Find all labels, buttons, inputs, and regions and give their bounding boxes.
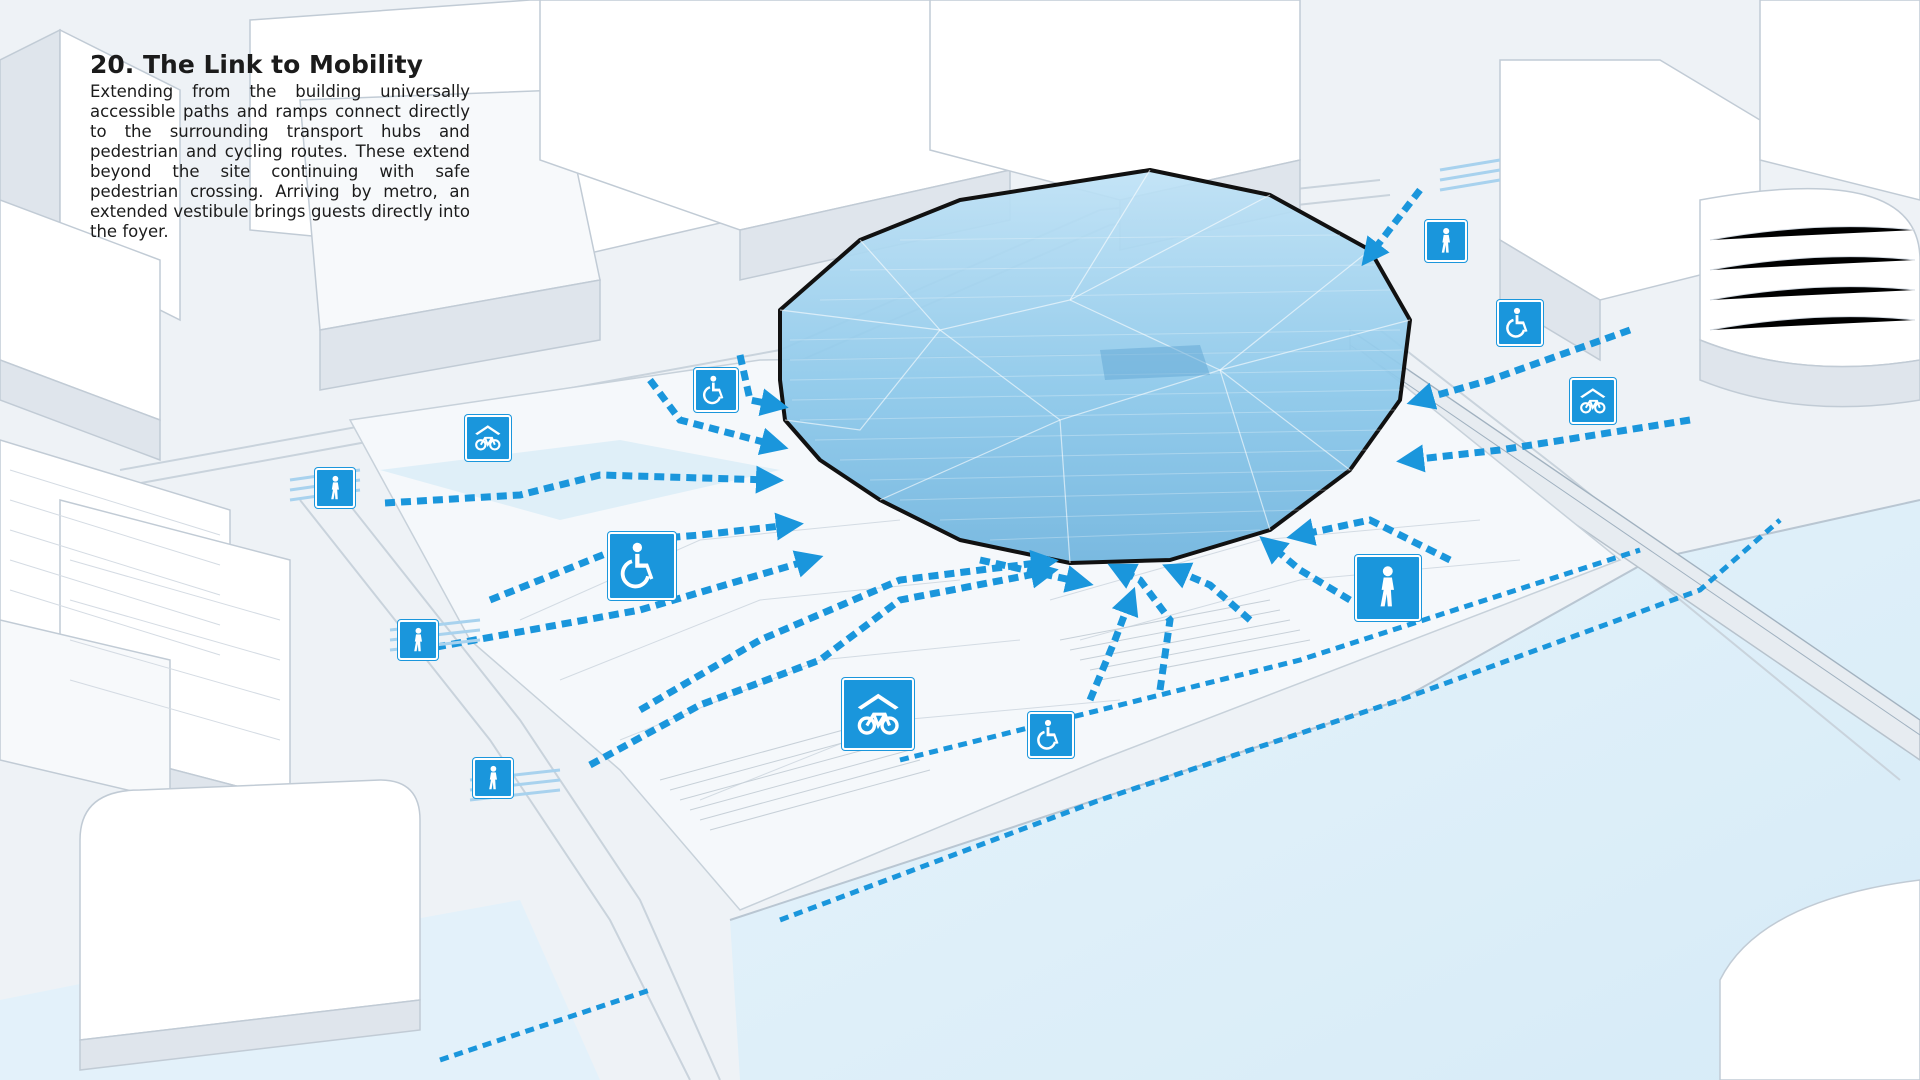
route-arrow: [1259, 536, 1352, 604]
route-arrow: [588, 560, 1059, 769]
route-arrow: [1396, 416, 1691, 473]
route-arrow: [419, 550, 824, 654]
route-arrow: [1086, 586, 1139, 702]
route-arrow: [1361, 187, 1423, 267]
route-arrow: [638, 549, 1059, 714]
route-arrow: [1286, 516, 1452, 564]
dome-stripes: [789, 234, 1403, 541]
window-lines: [9, 226, 1916, 741]
route-arrows: [384, 187, 1691, 769]
caption-block: 20. The Link to Mobility Extending from …: [90, 50, 470, 242]
route-arrow: [1406, 326, 1632, 410]
route-arrow: [1162, 562, 1253, 623]
river: [730, 500, 1920, 1080]
route-arrow: [647, 377, 789, 455]
route-arrow: [1107, 563, 1174, 691]
route-arrow: [488, 512, 804, 604]
dome-inner-recess: [1100, 345, 1210, 380]
dome-outline: [778, 168, 1412, 565]
river-edge: [729, 499, 1920, 921]
route-arrow: [979, 556, 1094, 593]
dome-facets: [779, 169, 1411, 564]
caption-body: Extending from the building universally …: [90, 82, 470, 241]
route-arrow: [384, 465, 784, 507]
caption-title: 20. The Link to Mobility: [90, 50, 423, 79]
glass-dome-building: [778, 168, 1412, 565]
